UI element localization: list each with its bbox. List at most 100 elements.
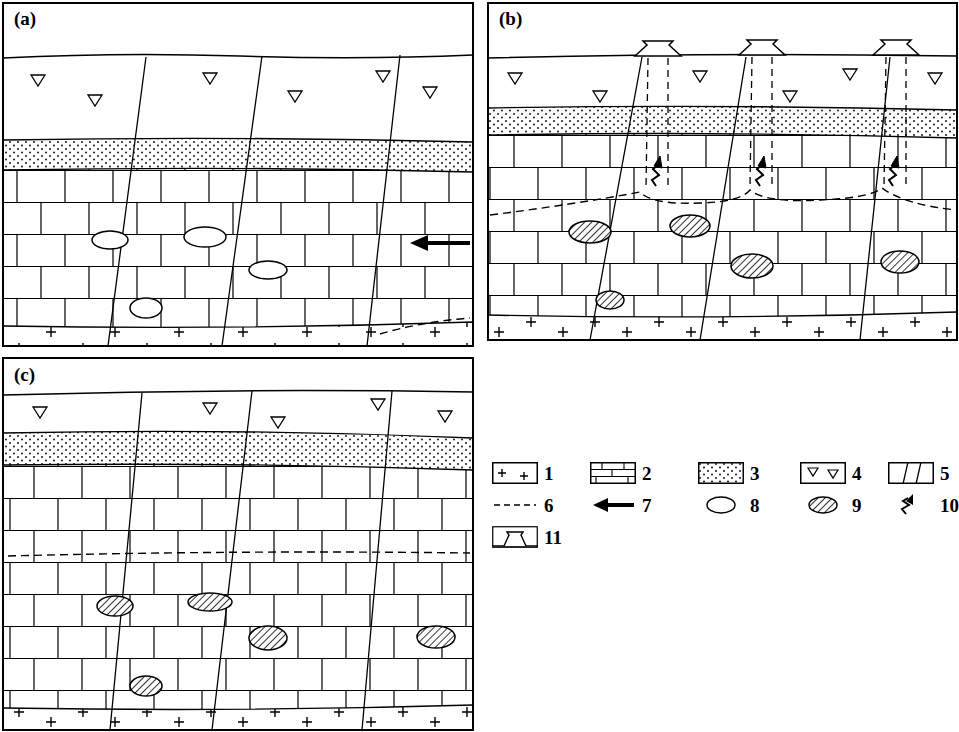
fluid-channel bbox=[646, 57, 906, 188]
legend-sample bbox=[800, 494, 846, 516]
drawing-part bbox=[92, 231, 128, 249]
legend-item: 1 bbox=[492, 460, 554, 486]
legend-number: 10 bbox=[940, 496, 959, 515]
legend-number: 9 bbox=[852, 496, 862, 515]
legend-number: 2 bbox=[642, 464, 652, 483]
drawing-part bbox=[889, 156, 899, 186]
drawing-part bbox=[569, 221, 611, 243]
drawing-part bbox=[809, 497, 837, 513]
spring-mound bbox=[635, 40, 919, 56]
breccia-triangle bbox=[371, 399, 385, 410]
breccia-marks bbox=[31, 71, 437, 106]
legend-item: 11 bbox=[492, 524, 562, 550]
layer-boundary bbox=[3, 431, 473, 709]
ore-body-hatched bbox=[569, 215, 919, 309]
panel-frame bbox=[3, 3, 473, 346]
legend-sample bbox=[492, 526, 538, 548]
panel-b bbox=[3, 358, 473, 730]
drawing-part bbox=[652, 165, 659, 186]
breccia-triangle bbox=[203, 403, 217, 414]
drawing-part bbox=[670, 215, 710, 237]
breccia-triangle bbox=[843, 69, 857, 80]
limestone bbox=[3, 160, 473, 346]
panel-c bbox=[488, 3, 957, 340]
drawing-part bbox=[493, 463, 538, 484]
legend-sample bbox=[492, 462, 538, 484]
breccia-triangle bbox=[31, 75, 45, 86]
breccia-triangle bbox=[88, 95, 102, 106]
drawing-part bbox=[739, 40, 785, 55]
breccia-triangle bbox=[203, 73, 217, 84]
drawing-part bbox=[654, 156, 662, 168]
drawing-part bbox=[635, 41, 681, 56]
legend-item: 7 bbox=[590, 492, 652, 518]
panel-label: (b) bbox=[497, 9, 524, 30]
drawing-part bbox=[184, 227, 226, 247]
drawing-part bbox=[130, 298, 162, 318]
sandstone bbox=[3, 138, 473, 172]
surface-line bbox=[3, 391, 473, 395]
legend-item: 10 bbox=[888, 492, 959, 518]
dashed-front bbox=[8, 552, 470, 556]
legend-number: 8 bbox=[750, 496, 760, 515]
drawing-part bbox=[424, 241, 470, 245]
drawing-part bbox=[903, 462, 921, 484]
panel-frame bbox=[3, 358, 473, 730]
legend-sample bbox=[888, 494, 934, 516]
drawing-part bbox=[891, 156, 899, 168]
ore-body-hatched bbox=[97, 593, 455, 696]
drawing-part bbox=[492, 462, 538, 484]
drawing-part bbox=[889, 165, 896, 186]
drawing-part bbox=[596, 291, 624, 309]
limestone bbox=[488, 125, 957, 340]
legend-number: 3 bbox=[750, 464, 760, 483]
drawing-part bbox=[249, 626, 287, 650]
wavy-arrow bbox=[652, 156, 899, 186]
drawing-part bbox=[249, 261, 287, 279]
ore-body bbox=[92, 227, 287, 318]
breccia-triangle bbox=[271, 417, 285, 428]
breccia-triangle bbox=[593, 91, 607, 102]
legend-item: 5 bbox=[888, 460, 950, 486]
drawing-part bbox=[498, 469, 528, 480]
legend-sample bbox=[590, 494, 636, 516]
drawing-part bbox=[504, 532, 526, 546]
legend-number: 5 bbox=[940, 464, 950, 483]
legend-sample bbox=[492, 494, 538, 516]
drawing-part bbox=[801, 463, 846, 484]
granite bbox=[3, 322, 473, 346]
drawing-part bbox=[591, 463, 636, 484]
legend-sample bbox=[590, 462, 636, 484]
panel-label: (c) bbox=[12, 365, 37, 386]
drawing-part bbox=[808, 468, 838, 478]
panel-frame bbox=[488, 3, 957, 340]
layer-boundary bbox=[488, 106, 957, 317]
legend-item: 8 bbox=[698, 492, 760, 518]
legend-number: 4 bbox=[852, 464, 862, 483]
drawing-part bbox=[97, 596, 133, 616]
breccia-triangle bbox=[438, 411, 452, 422]
breccia-triangle bbox=[783, 91, 797, 102]
breccia-triangle bbox=[928, 73, 942, 84]
breccia-triangle bbox=[693, 71, 707, 82]
fault-line bbox=[590, 57, 890, 340]
legend-number: 7 bbox=[642, 496, 652, 515]
drawing-part bbox=[590, 463, 636, 483]
drawing-part bbox=[756, 156, 766, 186]
legend-number: 1 bbox=[544, 464, 554, 483]
dashed-front bbox=[380, 318, 470, 334]
breccia-triangle bbox=[33, 407, 47, 418]
drawing-part bbox=[881, 251, 919, 273]
legend-sample bbox=[800, 462, 846, 484]
fault-line bbox=[108, 55, 400, 346]
breccia-triangle bbox=[508, 73, 522, 84]
drawing-part bbox=[756, 165, 763, 186]
breccia-marks bbox=[508, 69, 942, 102]
drawing-part bbox=[873, 40, 919, 55]
panel-a bbox=[3, 3, 473, 346]
legend-item: 2 bbox=[590, 460, 652, 486]
legend-item: 4 bbox=[800, 460, 862, 486]
drawing-part bbox=[494, 504, 536, 506]
drawing-part bbox=[758, 156, 766, 168]
